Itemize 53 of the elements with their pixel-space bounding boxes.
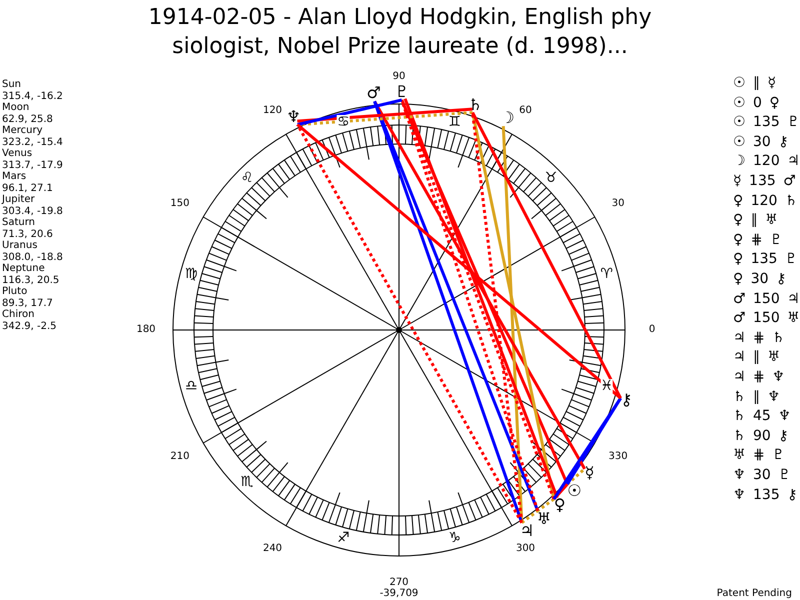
position-value: 323.2, -15.4 <box>2 138 63 148</box>
degree-label: 180 <box>136 325 156 335</box>
position-value: 116.3, 20.5 <box>2 276 60 286</box>
aspect-entry: ☽ 120 ♃ <box>733 154 800 168</box>
position-value: 303.4, -19.8 <box>2 206 63 216</box>
chart-title: 1914-02-05 - Alan Lloyd Hodgkin, English phy siologist, Nobel Prize laureate (d. 1998)... <box>147 4 653 61</box>
position-value: 62.9, 25.8 <box>2 114 53 124</box>
aspect-entry: ♀ 30 ⚷ <box>733 272 786 286</box>
degree-label: 270 <box>389 578 409 588</box>
planet-name: Uranus <box>2 241 38 251</box>
planet-name: Jupiter <box>2 195 35 205</box>
planet-symbol: ♂ <box>366 85 381 102</box>
position-value: 342.9, -2.5 <box>2 322 56 332</box>
planet-name: Moon <box>2 103 30 113</box>
aspect-entry: ♄ ∥ ♆ <box>733 390 780 404</box>
aspect-entry: ♀ ∥ ♅ <box>733 213 778 228</box>
planet-name: Pluto <box>2 287 28 297</box>
position-value: 308.0, -18.8 <box>2 252 63 262</box>
degree-label: 0 <box>648 325 656 335</box>
planet-name: Chiron <box>2 310 34 320</box>
aspect-entry: ♃ ⋕ ♄ <box>733 330 785 345</box>
planet-name: Neptune <box>2 264 45 274</box>
aspect-entry: ♃ ⋕ ♆ <box>733 370 785 384</box>
position-value: 89.3, 17.7 <box>2 298 53 308</box>
aspect-entry: ♀ 120 ♄ <box>733 194 798 208</box>
aspect-entry: ♆ 30 ♇ <box>733 468 791 482</box>
position-value: 96.1, 27.1 <box>2 184 53 194</box>
aspect-entry: ☿ 135 ♂ <box>733 174 796 188</box>
planet-symbol: ♇ <box>394 84 410 100</box>
aspect-entry: ♅ ⋕ ♇ <box>733 448 785 462</box>
aspect-entry: ♀ ⋕ ♇ <box>733 232 782 247</box>
degree-label: 90 <box>392 72 406 82</box>
aspect-entry: ♄ 45 ♆ <box>733 409 791 424</box>
aspect-entry: ☉ ∥ ☿ <box>733 76 776 90</box>
aspect-entry: ♆ 135 ⚷ <box>733 488 798 502</box>
aspect-entry: ♂ 150 ♃ <box>733 292 800 306</box>
planet-name: Sun <box>2 80 22 90</box>
planet-name: Saturn <box>2 218 36 228</box>
aspect-entry: ☉ 0 ♀ <box>733 96 780 110</box>
position-value: 313.7, -17.9 <box>2 160 63 170</box>
aspect-entry: ☉ 30 ⚷ <box>733 134 789 149</box>
position-value: 71.3, 20.6 <box>2 230 53 240</box>
planet-name: Mars <box>2 172 26 182</box>
chart-value: -39,709 <box>380 589 418 599</box>
planet-name: Mercury <box>2 126 43 136</box>
aspect-entry: ♀ 135 ♇ <box>733 252 798 266</box>
planet-name: Venus <box>2 149 32 159</box>
aspect-entry: ♃ ∥ ♅ <box>733 350 780 364</box>
aspect-entry: ♄ 90 ⚷ <box>733 428 789 443</box>
aspect-entry: ♂ 150 ♅ <box>733 311 800 326</box>
footer-note: Patent Pending <box>716 589 792 599</box>
aspect-entry: ☉ 135 ♇ <box>733 115 800 130</box>
position-value: 315.4, -16.2 <box>2 92 63 102</box>
